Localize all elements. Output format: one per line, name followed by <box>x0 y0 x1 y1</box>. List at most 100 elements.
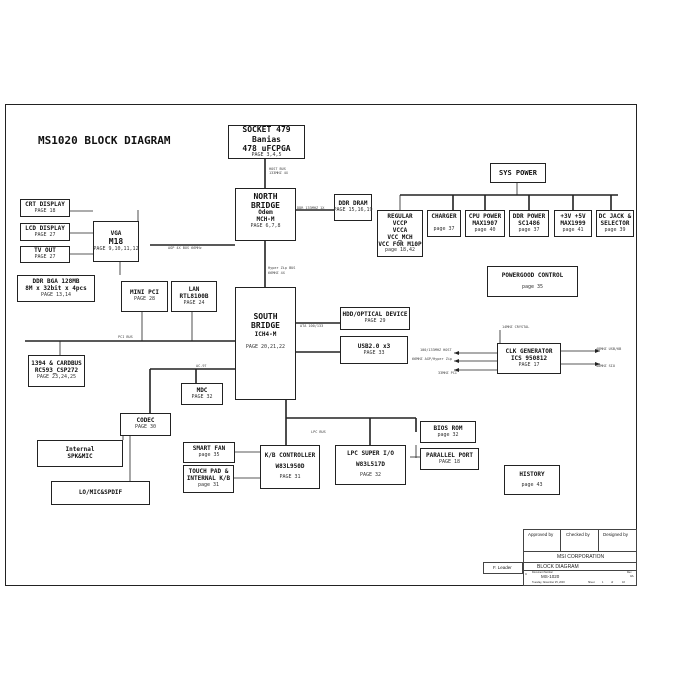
hub-clock-label: 66MHZ 4X <box>268 271 285 275</box>
clk-sio-label: 48MHZ SIO <box>596 364 615 368</box>
block-line: VCC FOR M10P <box>378 240 422 248</box>
block-line: DDR BGA 128MB <box>32 277 80 285</box>
block-line: MDC <box>196 386 208 394</box>
block-line: POWERGOOD CONTROL <box>501 271 564 279</box>
sheet-title: BLOCK DIAGRAM <box>537 564 579 570</box>
block-line: SOCKET 479 <box>242 125 291 135</box>
block-line: K/B CONTROLLER <box>264 452 316 460</box>
block-page: PAGE 28 <box>133 296 156 303</box>
ata-bus-label: ATA 100/133 <box>300 324 324 328</box>
ddr-bus-label: DDR 133MHZ 1X <box>297 206 325 210</box>
approved-by-label: Approved by <box>528 532 554 537</box>
block-page: PAGE 3,4,5 <box>251 151 282 158</box>
crt-display-block: CRT DISPLAY PAGE 18 <box>20 199 70 217</box>
ddr-bga-block: DDR BGA 128MB 8M x 32bit x 4pcs PAGE 13,… <box>17 275 95 302</box>
block-line: RTL8100B <box>179 292 209 300</box>
date-value: Tuesday, November 25, 2003 <box>532 581 565 584</box>
block-line: 1394 & CARDBUS <box>31 360 82 368</box>
host-clock-label: 133MHZ 4X <box>269 171 288 175</box>
smart-fan-block: SMART FAN page 35 <box>183 442 235 463</box>
north-bridge-block: NORTH BRIDGE Odem MCH-M PAGE 6,7,8 <box>235 188 296 241</box>
block-line: SC1486 <box>518 219 540 227</box>
sheet-number: 1 <box>602 581 604 584</box>
block-line: SELECTOR <box>600 219 630 227</box>
block-line: CHARGER <box>431 213 457 220</box>
block-page: page 41 <box>562 226 584 233</box>
block-line: LO/MIC&SPDIF <box>78 488 123 496</box>
block-line: CODEC <box>136 417 155 425</box>
block-page: PAGE 6,7,8 <box>250 223 281 230</box>
block-page: page 37 <box>433 225 455 232</box>
parallel-port-block: PARALLEL PORT PAGE 18 <box>420 448 479 470</box>
regular-power-block: REGULAR VCCP VCCA VCC_MCH VCC FOR M10P p… <box>377 210 423 257</box>
agp-bus-label: AGP 4X BUS 66MHz <box>168 246 202 250</box>
host-bus-label: HOST BUS <box>269 167 286 171</box>
touch-pad-keyboard-block: TOUCH PAD & INTERNAL K/B page 31 <box>183 465 234 493</box>
block-line: SOUTH <box>253 312 278 321</box>
ac97-bus-label: AC-97 <box>196 364 207 368</box>
block-line: Banias <box>252 134 281 144</box>
block-page: page 35 <box>521 283 544 290</box>
block-line: HDD/OPTICAL DEVICE <box>342 311 408 319</box>
keyboard-controller-block: K/B CONTROLLER W83L950D PAGE 31 <box>260 445 320 489</box>
block-line: BRIDGE <box>251 321 280 331</box>
block-line: VCC_MCH <box>387 233 413 241</box>
designed-by-label: Designed by <box>603 532 629 537</box>
block-line: BRIDGE <box>251 201 280 211</box>
block-line: ICH4-M <box>254 331 277 339</box>
block-line: REGULAR <box>387 213 413 220</box>
block-line: INTERNAL K/B <box>186 475 231 483</box>
checked-by-label: Checked by <box>566 532 590 537</box>
block-line: BIOS ROM <box>433 424 463 432</box>
block-page: page 18,42 <box>384 247 416 254</box>
block-line: VGA <box>110 229 122 237</box>
block-line: W83L517D <box>356 461 385 469</box>
history-block: HISTORY page 43 <box>504 465 560 495</box>
cpu-socket-block: SOCKET 479 Banias 478 uFCPGA PAGE 3,4,5 <box>228 125 305 159</box>
block-line: TV OUT <box>34 247 56 255</box>
block-line: LAN <box>188 285 200 293</box>
block-page: PAGE 32 <box>191 393 213 400</box>
powergood-control-block: POWERGOOD CONTROL page 35 <box>487 266 578 297</box>
south-bridge-block: SOUTH BRIDGE ICH4-M PAGE 20,21,22 <box>235 287 296 400</box>
block-line: CPU POWER <box>468 213 502 220</box>
ddr-dram-block: DDR DRAM PAGE 15,16,19 <box>333 194 373 221</box>
block-line: M18 <box>108 237 124 247</box>
block-page: PAGE 13,14 <box>40 291 72 298</box>
block-page: PAGE 32 <box>359 472 382 479</box>
rev-label: Rev <box>627 571 632 574</box>
block-line: LPC SUPER I/O <box>347 450 394 458</box>
lan-block: LAN RTL8100B PAGE 24 <box>171 281 217 312</box>
block-line: +3V +5V <box>560 213 586 220</box>
size-value: C <box>525 572 528 576</box>
block-line: DDR POWER <box>512 213 546 220</box>
block-line: Internal <box>65 445 95 453</box>
block-line: MINI PCI <box>130 289 159 297</box>
designer-cell <box>483 562 523 574</box>
charger-block: CHARGER page 37 <box>427 210 461 237</box>
drawing-frame <box>5 104 637 586</box>
sheet-total: 43 <box>622 581 625 584</box>
block-line: MAX1907 <box>472 219 498 227</box>
block-line: USB2.0 x3 <box>357 342 391 350</box>
codec-block: CODEC PAGE 30 <box>120 413 171 436</box>
sys-power-block: SYS POWER <box>490 163 546 183</box>
tv-out-block: TV OUT PAGE 27 <box>20 246 70 263</box>
lpc-bus-label: LPC BUS <box>311 430 326 434</box>
block-page: PAGE 18 <box>34 207 56 214</box>
block-page: page 43 <box>521 481 543 488</box>
block-line: MAX1999 <box>560 219 586 227</box>
cpu-power-block: CPU POWER MAX1907 page 40 <box>465 210 505 237</box>
block-line: ICS 950812 <box>510 354 548 362</box>
dc-jack-selector-block: DC JACK & SELECTOR page 39 <box>596 210 634 237</box>
clock-generator-block: CLK GENERATOR ICS 950812 PAGE 17 <box>497 343 561 374</box>
block-page: PAGE 15,16,19 <box>333 207 373 214</box>
block-page: PAGE 9,10,11,12 <box>93 245 139 252</box>
usb-block: USB2.0 x3 PAGE 33 <box>340 336 408 364</box>
clk-usb-label: 48MHZ USB/KB <box>596 347 622 351</box>
block-page: PAGE 24 <box>183 299 205 306</box>
block-line: SPK&MIC <box>67 452 93 460</box>
lpc-super-io-block: LPC SUPER I/O W83L517D PAGE 32 <box>335 445 406 485</box>
block-page: page 35 <box>198 452 220 459</box>
